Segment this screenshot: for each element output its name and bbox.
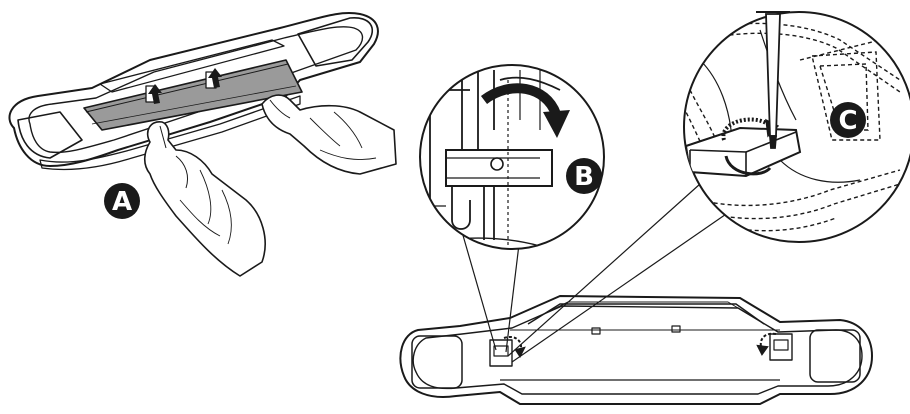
detail-b-magnifier — [419, 64, 605, 250]
right-hand — [261, 94, 397, 175]
screwdriver-icon — [756, 11, 790, 149]
housing-bottom-view — [399, 295, 873, 405]
up-arrow-icon — [148, 84, 162, 104]
curved-arrow-icon — [480, 83, 570, 138]
detail-c-magnifier — [683, 11, 910, 243]
curved-arrow-icon — [756, 332, 777, 356]
step-c-label: C — [838, 106, 857, 136]
curved-arrow-icon — [503, 336, 526, 358]
callout-leader-lines — [457, 183, 733, 363]
step-b-badge: B — [566, 158, 602, 194]
up-arrow-icon — [208, 68, 222, 88]
step-c-badge: C — [830, 102, 866, 138]
step-b-label: B — [574, 162, 594, 192]
step-a-badge: A — [104, 183, 140, 219]
housing-top-view — [8, 11, 379, 167]
left-hand — [143, 121, 266, 277]
step-a-label: A — [112, 187, 132, 217]
